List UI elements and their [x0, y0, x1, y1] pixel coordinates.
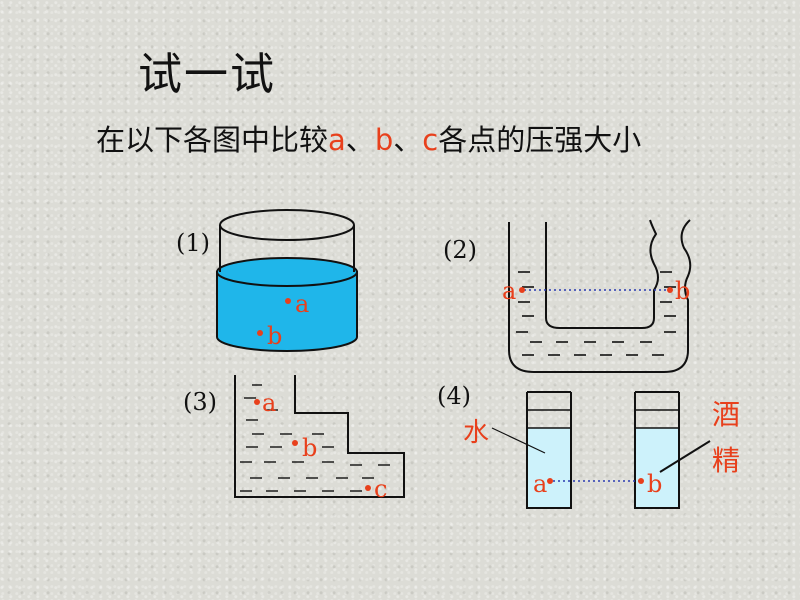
- alcohol-label-char-2: 精: [712, 444, 740, 477]
- alcohol-label-pointer: [659, 440, 711, 473]
- cylinder-water-body: [216, 271, 358, 352]
- figure-2: (2): [443, 219, 692, 373]
- cylinder-water-surface: [216, 257, 358, 287]
- slide-title: 试一试: [138, 49, 276, 100]
- figure-1-label: (1): [176, 229, 210, 257]
- fig3-point-c-label: c: [374, 475, 387, 503]
- subtitle-point-a: a: [328, 123, 346, 157]
- fig1-point-a-label: a: [295, 290, 309, 318]
- water-label: 水: [463, 418, 489, 448]
- subtitle-point-c: c: [422, 123, 439, 157]
- subtitle-point-b: b: [374, 123, 394, 157]
- figure-1: (1) a b: [176, 209, 358, 352]
- fig3-point-b-dot: [292, 440, 298, 446]
- u-tube-liquid-dashes: [516, 271, 676, 356]
- fig1-point-b-dot: [257, 330, 263, 336]
- fig3-point-b-label: b: [302, 434, 317, 462]
- figure-4-label: (4): [437, 382, 471, 410]
- figure-4: (4) a b 水 酒 精: [437, 382, 740, 509]
- water-column: [527, 428, 571, 508]
- subtitle-suffix: 各点的压强大小: [438, 123, 642, 157]
- subtitle-sep-1: 、: [345, 123, 375, 157]
- u-tube-inner-wall: [545, 219, 659, 329]
- cylinder-top-rim: [219, 209, 355, 241]
- subtitle-sep-2: 、: [393, 123, 423, 157]
- fig2-point-b-label: b: [675, 277, 690, 305]
- water-tube: [526, 392, 572, 509]
- alcohol-tube: [634, 392, 680, 509]
- alcohol-label-char-1: 酒: [712, 398, 740, 431]
- u-tube-outer-wall: [508, 219, 692, 373]
- water-label-pointer: [491, 427, 546, 454]
- fig3-point-a-label: a: [262, 389, 276, 417]
- fig1-point-a-dot: [285, 298, 291, 304]
- figure-2-label: (2): [443, 236, 477, 264]
- fig3-point-a-dot: [254, 399, 260, 405]
- stepped-container-wall: [234, 375, 405, 498]
- figure-3-label: (3): [183, 388, 217, 416]
- slide-subtitle: 在以下各图中比较a、b、c各点的压强大小: [96, 117, 641, 159]
- stepped-liquid-dashes: [240, 384, 390, 492]
- fig4-point-a-label: a: [533, 470, 547, 498]
- alcohol-column: [635, 428, 679, 508]
- fig1-point-b-label: b: [267, 322, 282, 350]
- fig3-point-c-dot: [365, 485, 371, 491]
- fig4-point-a-dot: [547, 478, 553, 484]
- fig4-point-b-dot: [638, 478, 644, 484]
- figure-3: (3): [183, 375, 405, 503]
- fig2-point-b-dot: [667, 287, 673, 293]
- fig2-point-a-label: a: [502, 277, 516, 305]
- fig4-point-b-label: b: [647, 470, 662, 498]
- subtitle-prefix: 在以下各图中比较: [96, 123, 329, 157]
- fig2-point-a-dot: [519, 287, 525, 293]
